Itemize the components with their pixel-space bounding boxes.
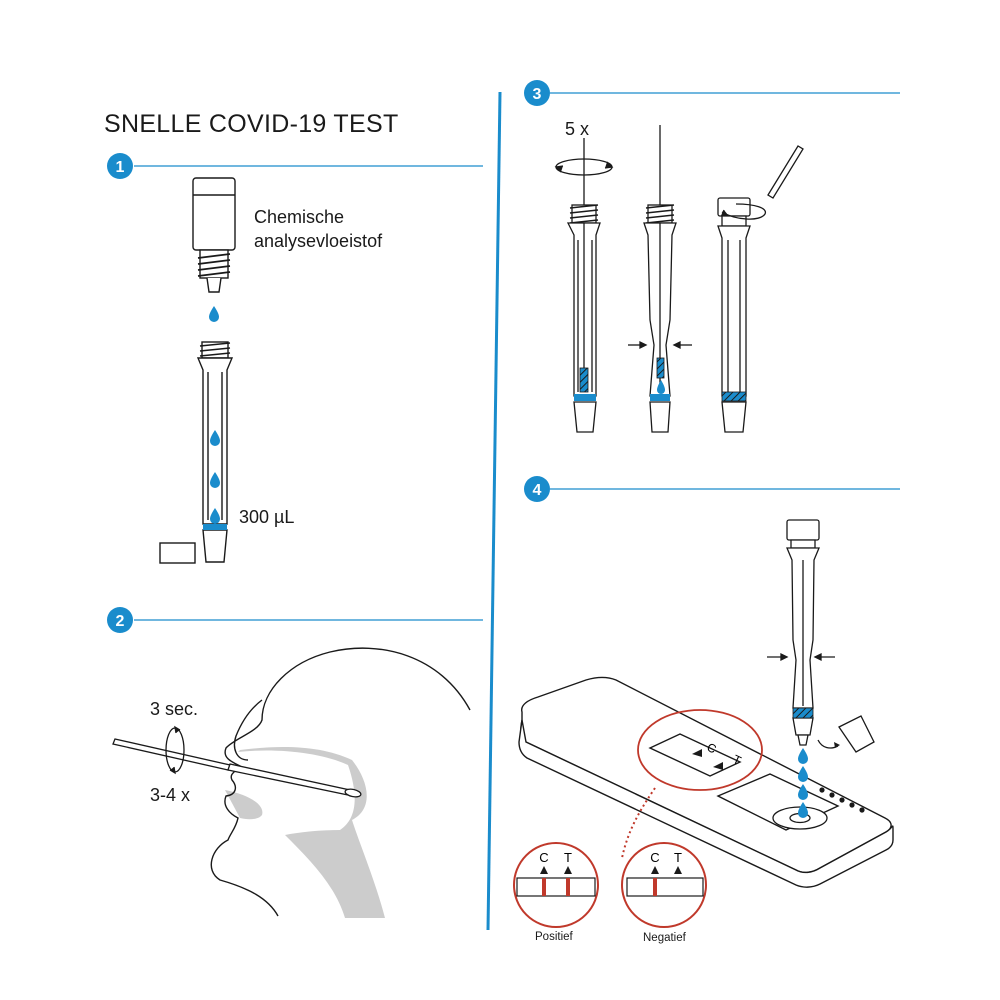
svg-text:2: 2 — [116, 613, 125, 630]
squeeze-arrows-icon — [767, 652, 835, 662]
step-1-badge: 1 — [107, 153, 133, 179]
rotate-arrow-icon — [721, 203, 767, 220]
tube-liquid-band — [721, 391, 747, 402]
reagent-label: Chemische analysevloeistof — [254, 207, 383, 251]
tube-drop — [657, 380, 665, 394]
tube-liquid-band — [203, 524, 227, 530]
tube-with-swab-rotating — [566, 138, 601, 433]
tube-drop — [210, 472, 220, 488]
result-positive-control-line — [542, 878, 546, 896]
dispensed-drop — [798, 784, 808, 800]
result-positive: C T — [513, 842, 599, 928]
result-negative: C T — [621, 842, 707, 928]
nasal-swab — [112, 738, 362, 798]
result-positive-label: Positief — [535, 931, 573, 943]
column-divider — [486, 91, 502, 931]
reagent-bottle — [192, 177, 236, 293]
tube-squeezed — [643, 125, 677, 433]
result-negative-label: Negatief — [643, 932, 686, 944]
face-outline — [210, 647, 471, 917]
result-positive-t-label: T — [564, 850, 572, 865]
tube-drop — [210, 508, 220, 524]
duration-label: 3 sec. — [150, 699, 199, 719]
window-arrows — [692, 749, 723, 770]
tube-liquid-band — [574, 394, 596, 401]
svg-text:4: 4 — [533, 482, 542, 499]
result-negative-c-label: C — [650, 850, 659, 865]
rotate-arrow-icon — [165, 725, 185, 775]
swab-tip — [579, 367, 589, 393]
removed-tip-cap — [838, 715, 875, 753]
removed-swab-stick — [767, 145, 804, 199]
result-negative-control-line — [653, 878, 657, 896]
result-positive-test-line — [566, 878, 570, 896]
tube-liquid-band — [650, 394, 670, 401]
face-silhouette-jaw — [225, 790, 263, 820]
face-silhouette-shadow — [238, 747, 385, 918]
dispensed-drop — [798, 802, 808, 818]
cap-removal-arrowhead — [834, 742, 840, 748]
tube-drop — [210, 430, 220, 446]
squeeze-arrows-icon — [628, 340, 692, 350]
swab-tip — [656, 357, 665, 379]
svg-text:3: 3 — [533, 86, 542, 103]
nose-outline — [233, 699, 263, 761]
zoom-pointer — [621, 787, 656, 859]
zoom-circle — [637, 709, 763, 791]
result-negative-t-label: T — [674, 850, 682, 865]
step-2-badge: 2 — [107, 607, 133, 633]
step-4-badge: 4 — [524, 476, 550, 502]
result-positive-c-label: C — [539, 850, 548, 865]
rotations-label: 5 x — [565, 119, 590, 139]
repeat-label: 3-4 x — [150, 785, 191, 805]
tube-liquid-band — [792, 707, 814, 719]
extraction-tube — [196, 341, 234, 563]
volume-label: 300 µL — [239, 507, 295, 527]
tube-cap — [159, 542, 196, 564]
step-3-badge: 3 — [524, 80, 550, 106]
dispensed-drop — [798, 748, 808, 764]
reagent-drop — [209, 306, 219, 322]
drop-count-markers — [819, 787, 865, 813]
svg-text:1: 1 — [116, 159, 125, 176]
dispensed-drop — [798, 766, 808, 782]
page-title: SNELLE COVID-19 TEST — [104, 110, 399, 138]
tube-capped — [717, 197, 751, 433]
